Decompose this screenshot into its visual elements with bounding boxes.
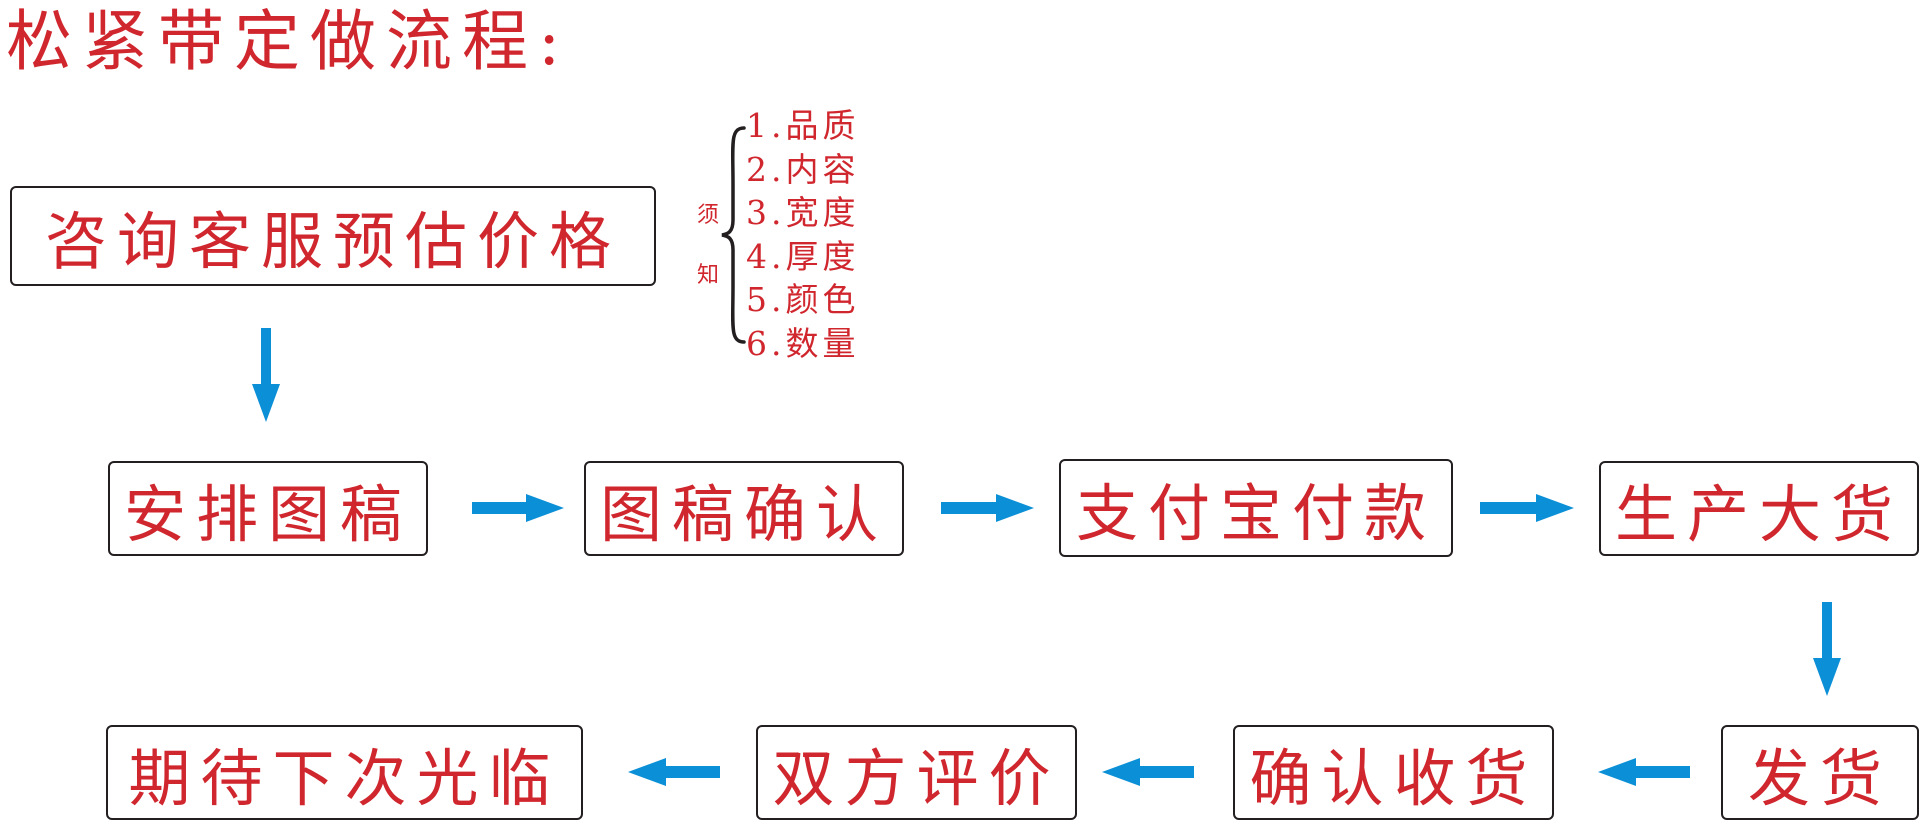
arrow-right-icon: [1480, 494, 1574, 522]
notice-item: 6.数量: [746, 323, 860, 363]
step-mass-production: 生产大货: [1599, 461, 1919, 556]
step-ship: 发货: [1721, 725, 1919, 820]
step-next-visit: 期待下次光临: [106, 725, 583, 820]
arrow-down-icon: [1813, 602, 1841, 696]
notice-list: 1.品质 2.内容 3.宽度 4.厚度 5.颜色 6.数量: [746, 104, 860, 365]
notice-label: 须 知: [694, 186, 722, 306]
step-consult-price: 咨询客服预估价格: [10, 186, 656, 286]
arrow-right-icon: [941, 494, 1034, 522]
arrow-right-icon: [472, 494, 564, 522]
step-confirm-receipt: 确认收货: [1233, 725, 1554, 820]
step-confirm-design: 图稿确认: [584, 461, 904, 556]
notice-item: 1.品质: [746, 106, 860, 145]
arrow-left-icon: [1102, 758, 1194, 786]
page-title: 松紧带定做流程:: [6, 3, 571, 80]
step-alipay-payment: 支付宝付款: [1059, 459, 1453, 557]
notice-item: 4.厚度: [746, 236, 860, 276]
arrow-left-icon: [1598, 758, 1690, 786]
step-arrange-design: 安排图稿: [108, 461, 428, 556]
step-mutual-review: 双方评价: [756, 725, 1077, 820]
notice-label-char: 知: [696, 263, 719, 288]
notice-item: 3.宽度: [746, 193, 860, 232]
notice-item: 2.内容: [746, 149, 860, 189]
arrow-down-icon: [252, 328, 280, 422]
curly-brace-icon: [721, 126, 746, 344]
notice-label-char: 须: [696, 203, 719, 228]
arrow-left-icon: [628, 758, 720, 786]
notice-item: 5.颜色: [746, 280, 860, 319]
